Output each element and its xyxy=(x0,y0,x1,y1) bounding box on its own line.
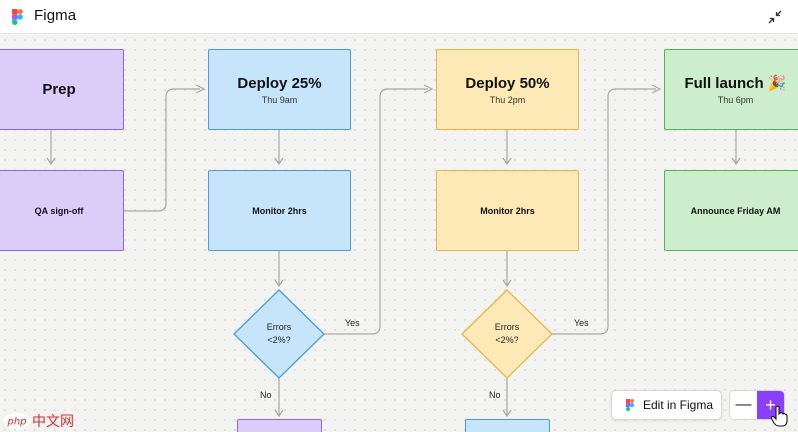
edge-no-1: No xyxy=(260,390,272,400)
watermark: php 中文网 xyxy=(2,411,74,431)
zoom-out-button[interactable]: — xyxy=(735,396,752,413)
watermark-latin: php xyxy=(6,417,26,428)
zoom-controls: — + xyxy=(729,390,785,420)
node-qa-signoff[interactable]: QA sign-off xyxy=(0,170,124,251)
collapse-icon[interactable] xyxy=(766,8,784,26)
connectors xyxy=(46,84,741,418)
hand-cursor-icon xyxy=(770,405,788,427)
node-deploy50-title: Deploy 50% xyxy=(465,74,550,92)
node-announce[interactable]: Announce Friday AM xyxy=(664,170,798,251)
php-logo-icon: php xyxy=(3,413,31,429)
edge-yes-2: Yes xyxy=(574,318,589,328)
node-deploy25-title: Deploy 25% xyxy=(237,74,322,92)
watermark-text: 中文网 xyxy=(32,414,74,430)
edge-no-2: No xyxy=(489,390,501,400)
figma-logo-icon xyxy=(626,399,634,411)
canvas[interactable]: Prep QA sign-off Deploy 25% Thu 9am Moni… xyxy=(0,35,798,432)
figma-logo-icon xyxy=(12,9,23,25)
node-prep-title: Prep xyxy=(42,81,76,98)
node-monitor1-title: Monitor 2hrs xyxy=(252,205,307,216)
decision-1-label: Errors<2%? xyxy=(266,322,292,345)
node-full-launch[interactable]: Full launch 🎉 Thu 6pm xyxy=(664,49,798,130)
edit-in-figma-label: Edit in Figma xyxy=(643,398,714,412)
node-deploy50-time: Thu 2pm xyxy=(489,94,526,105)
node-launch-title: Full launch 🎉 xyxy=(684,75,787,92)
node-announce-title: Announce Friday AM xyxy=(690,205,781,216)
decision-2-label: Errors<2%? xyxy=(494,322,520,345)
node-monitor-2[interactable]: Monitor 2hrs xyxy=(436,170,579,251)
edge-yes-1: Yes xyxy=(345,318,360,328)
node-rollback-1[interactable] xyxy=(237,419,322,432)
edit-in-figma-button[interactable]: Edit in Figma xyxy=(611,390,722,420)
decision-diamond-1 xyxy=(233,289,325,379)
node-deploy-25[interactable]: Deploy 25% Thu 9am xyxy=(208,49,351,130)
node-monitor2-title: Monitor 2hrs xyxy=(480,205,535,216)
node-deploy-50[interactable]: Deploy 50% Thu 2pm xyxy=(436,49,579,130)
title-bar: Figma xyxy=(0,0,798,34)
node-rollback-2[interactable] xyxy=(465,419,550,432)
decision-diamond-2 xyxy=(461,289,553,379)
node-deploy25-time: Thu 9am xyxy=(261,94,298,105)
node-monitor-1[interactable]: Monitor 2hrs xyxy=(208,170,351,251)
app-title: Figma xyxy=(34,7,77,24)
node-qa-title: QA sign-off xyxy=(34,205,84,216)
node-launch-time: Thu 6pm xyxy=(717,95,754,105)
node-prep[interactable]: Prep xyxy=(0,49,124,130)
